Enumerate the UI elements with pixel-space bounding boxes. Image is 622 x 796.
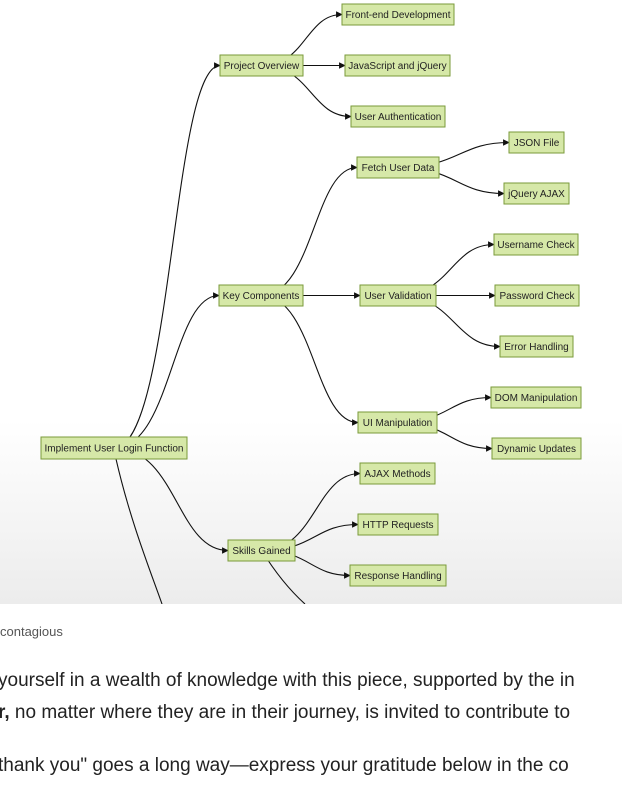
node-jsjq: JavaScript and jQuery	[344, 54, 451, 77]
node-ui: UI Manipulation	[357, 411, 438, 434]
node-box	[357, 513, 439, 536]
node-box	[499, 335, 574, 358]
node-label: Dynamic Updates	[497, 444, 576, 455]
node-skills: Skills Gained	[227, 539, 296, 562]
node-label: Front-end Development	[345, 10, 450, 21]
node-label: User Validation	[364, 291, 431, 302]
edge-root-to-overview	[113, 62, 221, 449]
node-ajax: jQuery AJAX	[503, 182, 570, 205]
node-dynamic: Dynamic Updates	[491, 437, 582, 460]
node-label: jQuery AJAX	[507, 189, 565, 200]
node-label: Project Overview	[224, 61, 300, 72]
node-label: Username Check	[497, 240, 575, 251]
node-response: Response Handling	[349, 564, 447, 587]
node-dom: DOM Manipulation	[490, 386, 582, 409]
node-box	[356, 156, 440, 179]
node-box	[359, 462, 436, 485]
node-label: Response Handling	[354, 571, 441, 582]
node-box	[503, 182, 570, 205]
node-pcheck: Password Check	[494, 284, 580, 307]
bold-fragment: r,	[0, 702, 10, 723]
node-http: HTTP Requests	[357, 513, 439, 536]
node-label: Password Check	[499, 291, 575, 302]
node-box	[357, 411, 438, 434]
node-components: Key Components	[218, 284, 304, 307]
article-paragraph-3: thank you" goes a long way—express your …	[0, 755, 569, 776]
node-box	[350, 105, 446, 128]
node-box	[359, 284, 437, 307]
node-box	[508, 131, 565, 154]
node-box	[219, 54, 304, 77]
node-box	[490, 386, 582, 409]
node-label: Skills Gained	[232, 546, 290, 557]
node-label: DOM Manipulation	[495, 393, 578, 404]
mind-map-area: Implement User Login Function Project Ove…	[0, 0, 622, 604]
node-label: Key Components	[223, 291, 300, 302]
article-paragraph-2: r, no matter where they are in their jou…	[0, 702, 570, 724]
article-paragraph-1: yourself in a wealth of knowledge with t…	[0, 670, 575, 691]
node-label: JSON File	[514, 138, 560, 149]
node-label: User Authentication	[355, 112, 442, 123]
node-root: Implement User Login Function	[40, 436, 188, 460]
node-box	[341, 3, 455, 26]
node-label: Implement User Login Function	[45, 444, 184, 455]
node-errors: Error Handling	[499, 335, 574, 358]
edge-root-continuation	[115, 458, 163, 604]
node-overview: Project Overview	[219, 54, 304, 77]
image-caption: contagious	[0, 624, 63, 639]
node-label: Error Handling	[504, 342, 568, 353]
node-box	[494, 284, 580, 307]
node-box	[349, 564, 447, 587]
edge-components-to-ui	[260, 294, 359, 426]
paragraph-2-text: no matter where they are in their journe…	[9, 702, 571, 723]
node-auth: User Authentication	[350, 105, 446, 128]
mind-map-diagram: Implement User Login Function Project Ove…	[40, 3, 582, 604]
node-ucheck: Username Check	[493, 233, 579, 256]
node-label: JavaScript and jQuery	[348, 61, 446, 72]
edge-root-to-skills	[113, 447, 229, 554]
node-box	[344, 54, 451, 77]
node-box	[40, 436, 188, 460]
node-json: JSON File	[508, 131, 565, 154]
node-label: Fetch User Data	[362, 163, 435, 174]
edge-components-to-fetch	[260, 164, 358, 297]
node-fetch: Fetch User Data	[356, 156, 440, 179]
node-box	[218, 284, 304, 307]
node-box	[227, 539, 296, 562]
node-validation: User Validation	[359, 284, 437, 307]
node-frontend: Front-end Development	[341, 3, 455, 26]
node-label: HTTP Requests	[363, 520, 434, 531]
node-box	[493, 233, 579, 256]
node-label: AJAX Methods	[364, 469, 430, 480]
edge-root-to-components	[113, 292, 220, 449]
node-ajaxm: AJAX Methods	[359, 462, 436, 485]
node-label: UI Manipulation	[363, 418, 432, 429]
node-box	[491, 437, 582, 460]
